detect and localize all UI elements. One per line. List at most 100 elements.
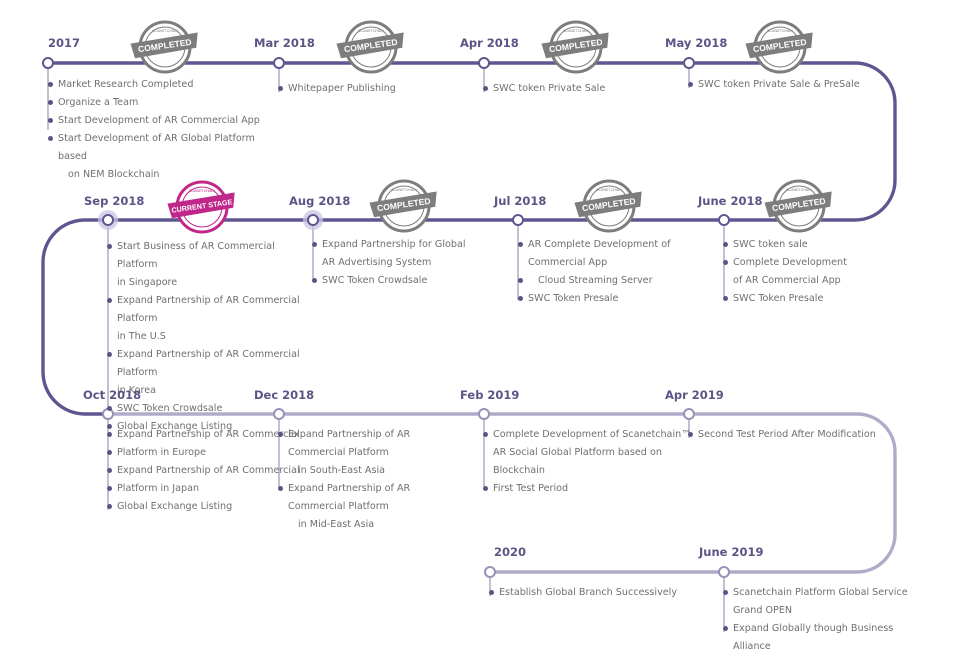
milestone-date-label: Sep 2018 xyxy=(84,194,145,208)
bullet-dot xyxy=(518,278,523,283)
milestone-task-text: Expand Partnership of AR Commercial xyxy=(117,429,300,440)
bullet-dot xyxy=(48,118,53,123)
stamp-ring-text: SCANETCHAIN xyxy=(391,188,417,192)
milestone-task-text: SWC token Private Sale & PreSale xyxy=(698,79,860,90)
milestone-task: Scanetchain Platform Global Service xyxy=(723,584,908,602)
milestone-task: AR Complete Development of Commercial Ap… xyxy=(518,236,724,272)
milestone-date-label: Oct 2018 xyxy=(83,388,142,402)
milestone-task-text: Establish Global Branch Successively xyxy=(499,587,677,598)
bullet-dot xyxy=(518,242,523,247)
stamp-ring-text: SCANETCHAIN xyxy=(596,188,622,192)
bullet-dot xyxy=(483,86,488,91)
milestone-task-text: Expand Partnership of AR Commercial Plat… xyxy=(288,429,411,458)
milestone-task-text: Expand Partnership of AR Commercial Plat… xyxy=(288,483,411,512)
milestone-task-text: Blockchain xyxy=(493,465,545,476)
milestone-task: Start Development of AR Global Platform … xyxy=(48,130,268,166)
bullet-dot xyxy=(107,244,112,249)
milestone-date-label: May 2018 xyxy=(665,36,728,50)
milestone-task: Expand Partnership of AR Commercial Plat… xyxy=(107,346,301,382)
milestone-date-label: Mar 2018 xyxy=(254,36,315,50)
milestone-task-list: Whitepaper Publishing xyxy=(278,80,396,98)
milestone-task-text: in Singapore xyxy=(117,277,178,288)
milestone-task: in Korea xyxy=(117,382,301,400)
bullet-dot xyxy=(48,82,53,87)
milestone-task: SWC Token Presale xyxy=(518,290,724,308)
milestone-task: AR Advertising System xyxy=(322,254,466,272)
milestone-task-text: SWC Token Crowdsale xyxy=(322,275,428,286)
milestone-task-text: Alliance xyxy=(733,641,771,652)
milestone-task-text: Expand Globally though Business xyxy=(733,623,894,634)
milestone-task-text: SWC token sale xyxy=(733,239,808,250)
milestone-task-text: SWC token Private Sale xyxy=(493,83,606,94)
bullet-dot xyxy=(723,626,728,631)
bullet-dot xyxy=(278,486,283,491)
bullet-dot xyxy=(107,468,112,473)
milestone-node xyxy=(102,214,114,226)
milestone-task-text: Second Test Period After Modification xyxy=(698,429,876,440)
bullet-dot xyxy=(489,590,494,595)
milestone-task: Expand Partnership for Global xyxy=(312,236,466,254)
milestone-task-text: Whitepaper Publishing xyxy=(288,83,396,94)
milestone-task-text: in Mid-East Asia xyxy=(298,519,375,530)
bullet-dot xyxy=(518,296,523,301)
milestone-task: Market Research Completed xyxy=(48,76,268,94)
milestone-task-text: First Test Period xyxy=(493,483,569,494)
stamp-ring-text: SCANETCHAIN xyxy=(767,29,793,33)
bullet-dot xyxy=(483,486,488,491)
milestone-task-text: Platform in Europe xyxy=(117,447,207,458)
milestone-date-label: June 2018 xyxy=(698,194,763,208)
milestone-task-text: Start Development of AR Global Platform … xyxy=(58,133,255,162)
milestone-task-text: AR Complete Development of Commercial Ap… xyxy=(528,239,671,268)
milestone-task-text: Scanetchain Platform Global Service xyxy=(733,587,908,598)
milestone-task: AR Social Global Platform based on xyxy=(493,444,691,462)
milestone-task-list: AR Complete Development of Commercial Ap… xyxy=(518,236,724,308)
bullet-dot xyxy=(723,260,728,265)
milestone-task: Expand Partnership of AR Commercial xyxy=(107,426,300,444)
milestone-date-label: Apr 2018 xyxy=(460,36,519,50)
milestone-node xyxy=(718,566,730,578)
milestone-node xyxy=(478,57,490,69)
milestone-task: SWC Token Presale xyxy=(723,290,847,308)
milestone-task-text: Start Business of AR Commercial Platform xyxy=(117,241,275,270)
bullet-dot xyxy=(312,278,317,283)
milestone-task-text: SWC Token Presale xyxy=(733,293,824,304)
milestone-task-text: SWC Token Presale xyxy=(528,293,619,304)
milestone-task: in The U.S xyxy=(117,328,301,346)
milestone-date-label: Feb 2019 xyxy=(460,388,520,402)
milestone-node xyxy=(273,57,285,69)
bullet-dot xyxy=(107,424,112,429)
bullet-dot xyxy=(723,242,728,247)
milestone-task-list: Second Test Period After Modification xyxy=(688,426,876,444)
milestone-task: in Singapore xyxy=(117,274,301,292)
milestone-date-label: Apr 2019 xyxy=(665,388,724,402)
milestone-task-text: Complete Development xyxy=(733,257,847,268)
milestone-node xyxy=(307,214,319,226)
bullet-dot xyxy=(688,432,693,437)
milestone-task-list: SWC token Private Sale xyxy=(483,80,606,98)
milestone-task: Alliance xyxy=(733,638,908,656)
milestone-task-list: SWC token Private Sale & PreSale xyxy=(688,76,860,94)
milestone-task: Grand OPEN xyxy=(733,602,908,620)
milestone-node xyxy=(718,214,730,226)
milestone-task-text: Start Development of AR Commercial App xyxy=(58,115,260,126)
milestone-task: in Mid-East Asia xyxy=(288,516,458,534)
milestone-task: Expand Globally though Business xyxy=(723,620,908,638)
milestone-task-text: Market Research Completed xyxy=(58,79,194,90)
milestone-node xyxy=(484,566,496,578)
milestone-task-text: Expand Partnership of AR Commercial Plat… xyxy=(117,295,300,324)
milestone-node xyxy=(42,57,54,69)
bullet-dot xyxy=(107,432,112,437)
milestone-task: Organize a Team xyxy=(48,94,268,112)
milestone-task: Expand Partnership of AR Commercial Plat… xyxy=(278,426,458,462)
bullet-dot xyxy=(107,352,112,357)
milestone-task: First Test Period xyxy=(483,480,691,498)
milestone-task: Whitepaper Publishing xyxy=(278,80,396,98)
